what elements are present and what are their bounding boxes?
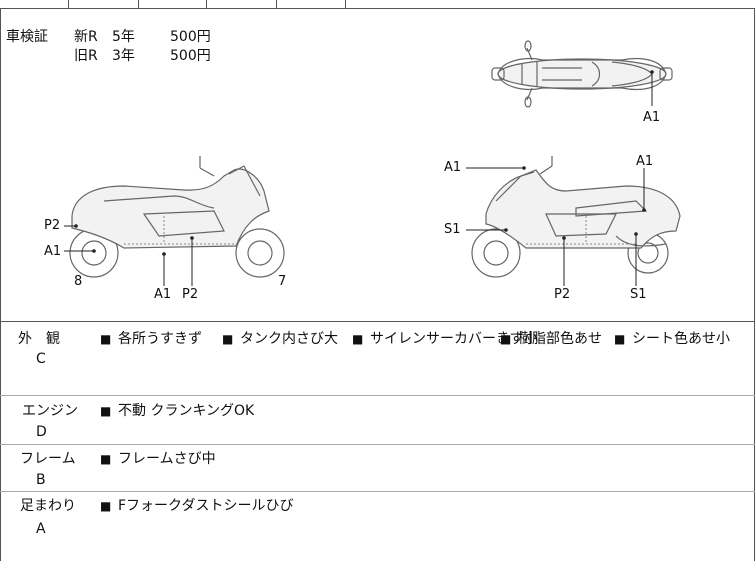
section-divider	[0, 491, 755, 492]
section-name: エンジン	[22, 403, 78, 419]
top-cell-divider	[68, 0, 69, 8]
inspection-price: 500円	[170, 48, 211, 64]
left-view-label: A1	[44, 244, 62, 259]
right-view-label: A1	[636, 154, 654, 169]
top-cell-divider	[345, 0, 346, 8]
right-view-label: A1	[444, 160, 462, 175]
section-name: 足まわり	[20, 498, 76, 514]
condition-item: Fフォークダストシールひび	[118, 498, 294, 514]
section-name: フレーム	[20, 451, 76, 467]
left-view-label: 7	[278, 274, 287, 289]
left-view-label: A1	[154, 287, 172, 302]
frame-left	[0, 8, 1, 561]
condition-bullet: ■	[100, 452, 112, 466]
condition-bullet: ■	[222, 332, 234, 346]
condition-bullet: ■	[500, 332, 512, 346]
condition-item: 樹脂部色あせ	[518, 331, 602, 347]
condition-item: 不動 クランキングOK	[118, 403, 255, 419]
left-view-label: 8	[74, 274, 83, 289]
inspection-label: 車検証	[6, 29, 48, 45]
condition-bullet: ■	[100, 404, 112, 418]
section-grade: C	[36, 351, 46, 367]
inspection-years: 5年	[112, 29, 135, 45]
scooter-top-view	[491, 40, 673, 108]
scooter-right-view	[466, 156, 681, 286]
top-cell-divider	[206, 0, 207, 8]
section-grade: B	[36, 472, 46, 488]
condition-item: タンク内さび大	[240, 331, 338, 347]
condition-item: フレームさび中	[118, 451, 216, 467]
condition-item: サイレンサーカバーきず小	[370, 331, 538, 347]
left-view-label: P2	[182, 287, 199, 302]
section-grade: A	[36, 521, 46, 537]
condition-bullet: ■	[100, 499, 112, 513]
right-view-label: S1	[630, 287, 647, 302]
section-grade: D	[36, 424, 47, 440]
section-name: 外 観	[18, 331, 60, 347]
condition-bullet: ■	[352, 332, 364, 346]
top-cell-divider	[276, 0, 277, 8]
inspection-type: 旧R	[74, 48, 98, 64]
scooter-left-view	[64, 156, 285, 286]
inspection-type: 新R	[74, 29, 98, 45]
right-view-label: S1	[444, 222, 461, 237]
condition-item: 各所うすきず	[118, 331, 202, 347]
top-view-label: A1	[643, 110, 661, 125]
section-divider	[0, 395, 755, 396]
inspection-price: 500円	[170, 29, 211, 45]
left-view-label: P2	[44, 218, 61, 233]
condition-item: シート色あせ小	[632, 331, 730, 347]
condition-bullet: ■	[614, 332, 626, 346]
top-border	[0, 8, 755, 9]
inspection-years: 3年	[112, 48, 135, 64]
right-view-label: P2	[554, 287, 571, 302]
section-divider	[0, 444, 755, 445]
condition-bullet: ■	[100, 332, 112, 346]
section-divider	[0, 321, 755, 322]
top-cell-divider	[138, 0, 139, 8]
